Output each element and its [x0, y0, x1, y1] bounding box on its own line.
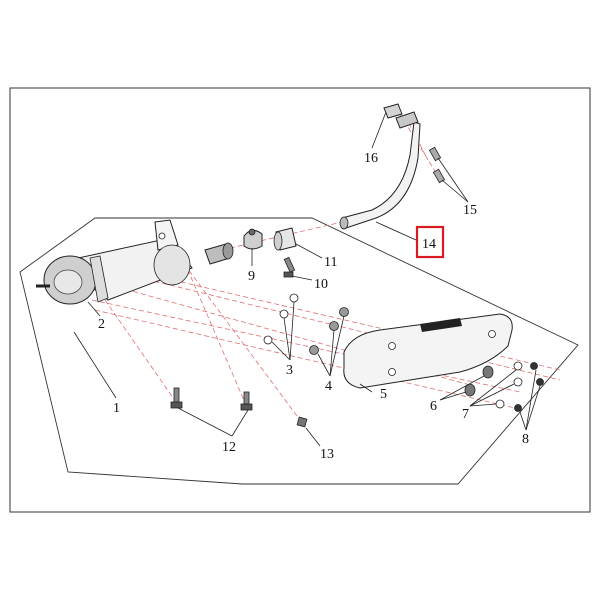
leader-lines	[73, 111, 541, 447]
callout-8: 8	[522, 432, 529, 447]
callout-4: 4	[325, 379, 332, 394]
flange-part-16	[383, 103, 419, 129]
callout-12: 12	[222, 440, 236, 455]
callout-10: 10	[314, 277, 328, 292]
hardware-nuts-4	[309, 307, 349, 355]
studs-part-15	[428, 146, 446, 184]
callout-6: 6	[430, 399, 437, 414]
clamp-part-9	[243, 228, 263, 250]
joint-pipe	[204, 242, 234, 265]
callout-3: 3	[286, 363, 293, 378]
callout-7: 7	[462, 407, 469, 422]
hardware-grommets-6	[464, 365, 494, 397]
assembly-boundary	[19, 217, 579, 485]
callout-14: 14	[422, 237, 436, 252]
hardware-bolts-8	[514, 362, 544, 412]
exhaust-pipe-part-14	[339, 121, 421, 230]
heat-shield-part-5	[343, 313, 513, 389]
callout-2: 2	[98, 317, 105, 332]
callout-16: 16	[364, 151, 378, 166]
diagram-frame	[9, 87, 591, 513]
callout-15: 15	[463, 203, 477, 218]
bolts-part-12	[170, 387, 253, 411]
callout-1: 1	[113, 401, 120, 416]
muffler-body	[36, 219, 193, 305]
hardware-washers-7	[495, 361, 523, 409]
callout-labels: 1 2 3 4 5 6 7 8 9 10 11 12 13 14 15 16	[98, 151, 529, 462]
nut-part-13	[296, 416, 308, 428]
highlight-box	[415, 225, 445, 259]
gasket-part-11	[273, 227, 297, 251]
callout-5: 5	[380, 387, 387, 402]
callout-9: 9	[248, 269, 255, 284]
bolt-part-10	[283, 256, 296, 278]
callout-13: 13	[320, 447, 334, 462]
callout-11: 11	[324, 255, 337, 270]
